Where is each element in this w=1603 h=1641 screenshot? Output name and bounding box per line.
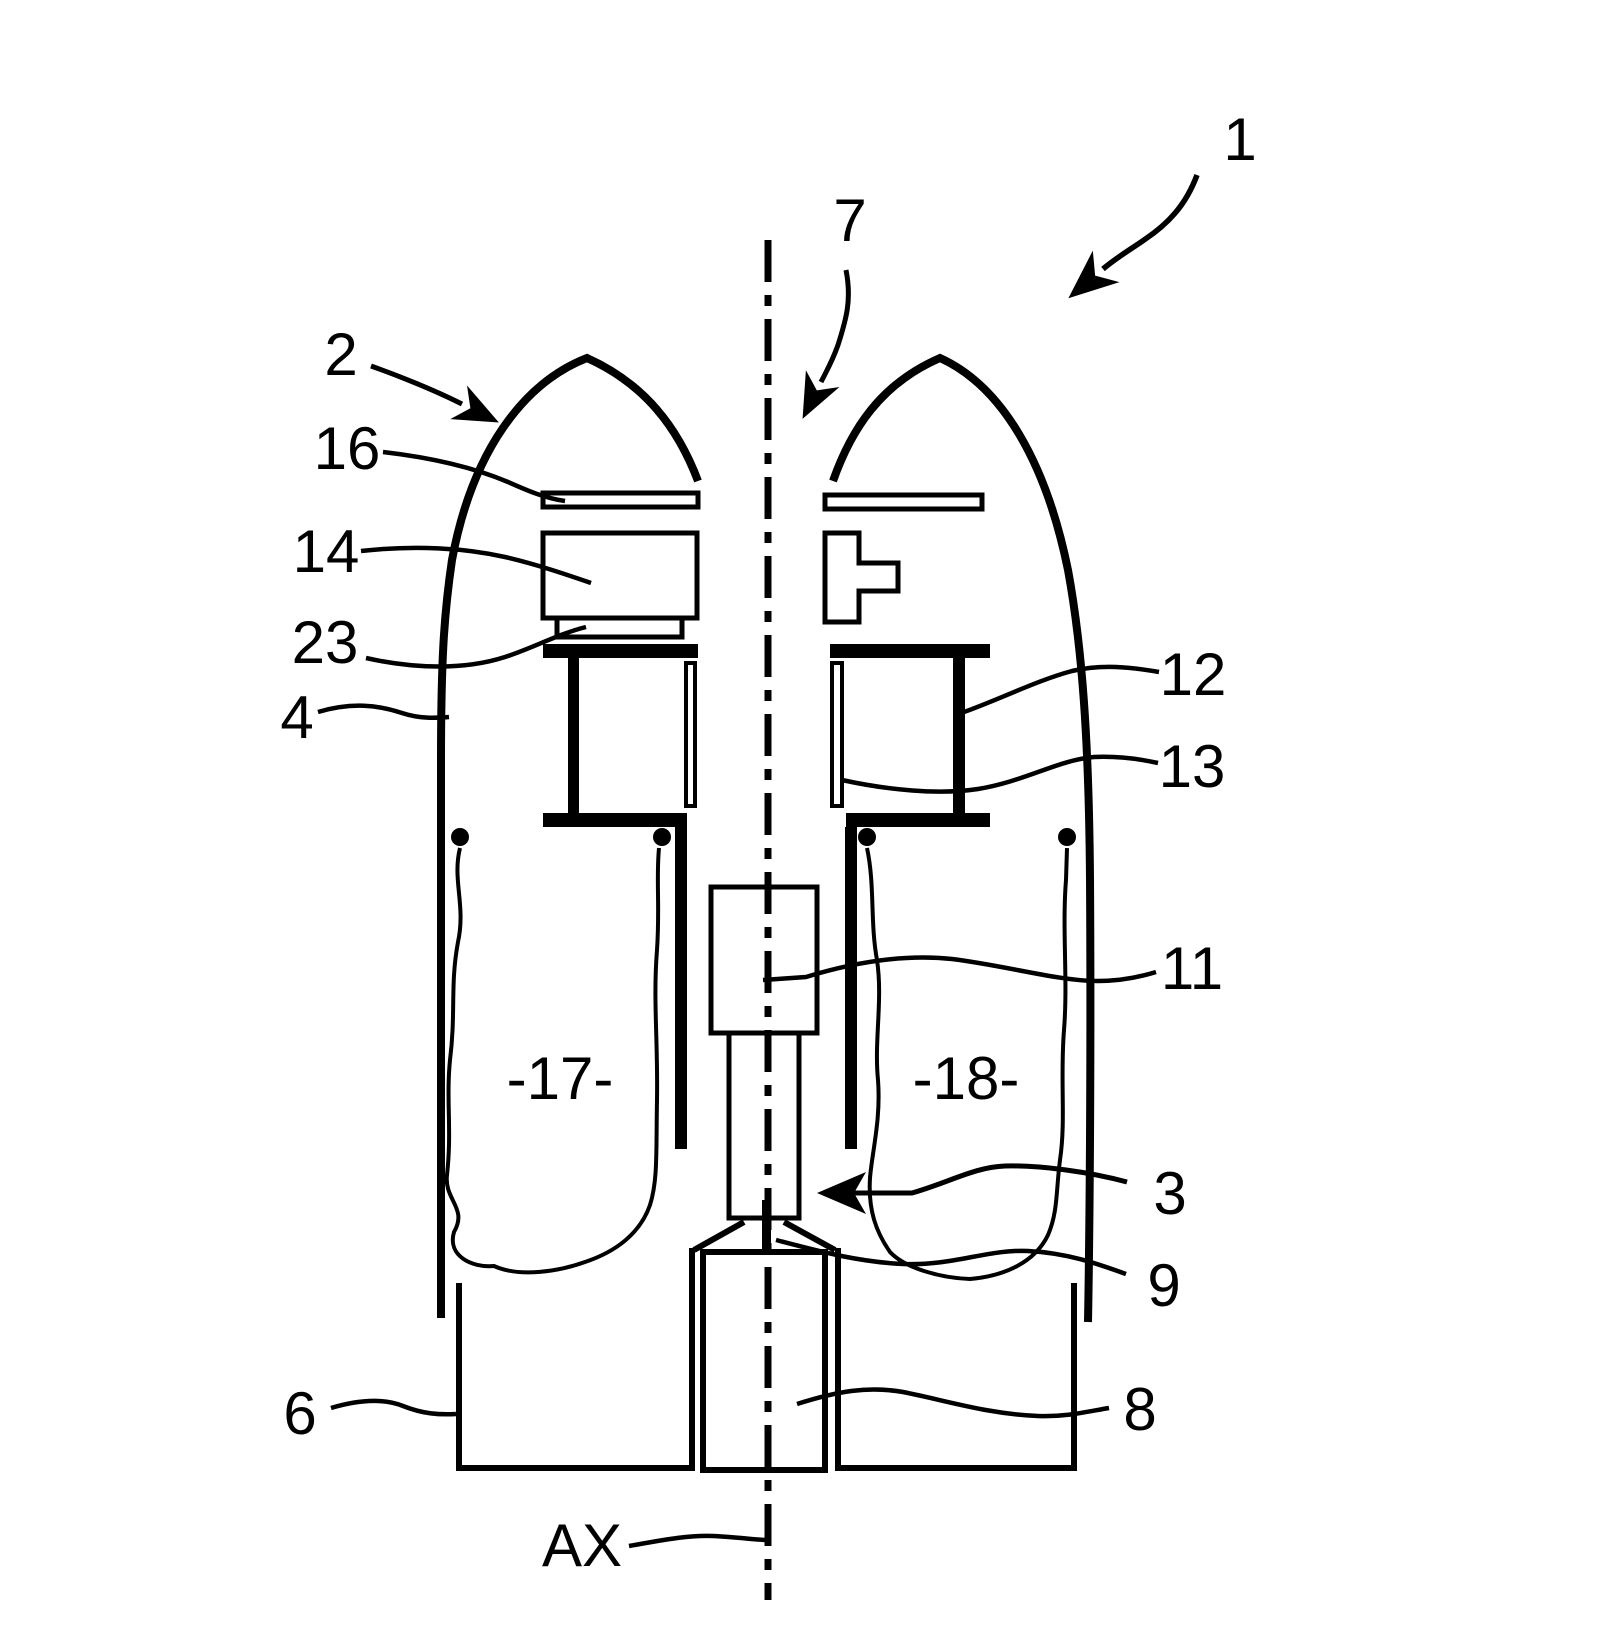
frame-post-left-12 bbox=[568, 657, 579, 814]
leader-13 bbox=[841, 754, 1159, 794]
ref-label-11: 11 bbox=[1161, 935, 1223, 1002]
compartment-label-17: -17- bbox=[507, 1045, 614, 1112]
body-outline-left-lobe bbox=[437, 353, 702, 1318]
ref-label-1: 1 bbox=[1223, 106, 1256, 173]
component-16-bar-left bbox=[540, 490, 701, 510]
base-box-left-6 bbox=[456, 1248, 695, 1471]
base-box-center-8 bbox=[700, 1249, 828, 1473]
leader-11 bbox=[762, 955, 1157, 984]
body-outline-right-lobe bbox=[829, 353, 1095, 1323]
payload-pack-left-17 bbox=[444, 847, 661, 1275]
ref-label-9: 9 bbox=[1147, 1252, 1180, 1319]
support-bar-bottom-left bbox=[543, 813, 687, 827]
ref-label-6: 6 bbox=[283, 1380, 316, 1447]
support-bar-top-left bbox=[543, 644, 698, 658]
leader-9 bbox=[775, 1237, 1127, 1277]
ref-label-16: 16 bbox=[314, 415, 381, 482]
leader-16 bbox=[382, 449, 566, 504]
leader-23 bbox=[365, 624, 587, 669]
ref-label-12: 12 bbox=[1160, 641, 1227, 708]
component-23-box bbox=[554, 615, 685, 640]
frame-post-right-12 bbox=[953, 657, 965, 814]
leader-8 bbox=[796, 1387, 1110, 1419]
ref-label-13: 13 bbox=[1159, 733, 1226, 800]
partition-leg-left bbox=[675, 827, 687, 1149]
ref-label-14: 14 bbox=[293, 518, 360, 585]
support-bar-bottom-right bbox=[846, 813, 990, 827]
axis-label-ax: AX bbox=[542, 1512, 622, 1579]
component-cross-fitting-right bbox=[822, 530, 901, 625]
compartment-label-18: -18- bbox=[913, 1045, 1020, 1112]
leader-4 bbox=[317, 703, 450, 721]
arrow-7 bbox=[802, 269, 851, 419]
suspension-dot-3 bbox=[858, 828, 876, 846]
ref-label-8: 8 bbox=[1123, 1376, 1156, 1443]
ejection-tube bbox=[726, 1033, 802, 1221]
suspension-dot-1 bbox=[451, 828, 469, 846]
suspension-dot-2 bbox=[653, 828, 671, 846]
ref-label-3: 3 bbox=[1153, 1160, 1186, 1227]
leader-12 bbox=[963, 664, 1160, 715]
arrow-2 bbox=[370, 363, 499, 423]
support-bar-top-right bbox=[830, 644, 990, 658]
leader-6 bbox=[330, 1398, 457, 1417]
component-16-bar-right bbox=[822, 492, 985, 512]
payload-pack-right-18 bbox=[865, 847, 1069, 1282]
leader-ax bbox=[628, 1533, 766, 1549]
thin-strip-right-13 bbox=[830, 661, 844, 808]
arrow-3-head bbox=[817, 1172, 866, 1214]
thin-strip-left-13 bbox=[684, 661, 697, 808]
partition-leg-right bbox=[845, 827, 857, 1149]
ref-label-4: 4 bbox=[280, 684, 313, 751]
suspension-dot-4 bbox=[1058, 828, 1076, 846]
funnel-guide-right bbox=[782, 1219, 837, 1253]
arrow-1 bbox=[1068, 174, 1200, 299]
funnel-guide-left bbox=[692, 1219, 746, 1253]
ref-label-2: 2 bbox=[324, 321, 357, 388]
ref-label-23: 23 bbox=[292, 609, 359, 676]
nozzle-9 bbox=[762, 1200, 771, 1255]
base-box-right bbox=[835, 1248, 1077, 1471]
central-block-11 bbox=[708, 884, 820, 1036]
leader-3 bbox=[854, 1163, 1128, 1196]
leader-14 bbox=[360, 545, 592, 586]
ref-label-7: 7 bbox=[833, 187, 866, 254]
